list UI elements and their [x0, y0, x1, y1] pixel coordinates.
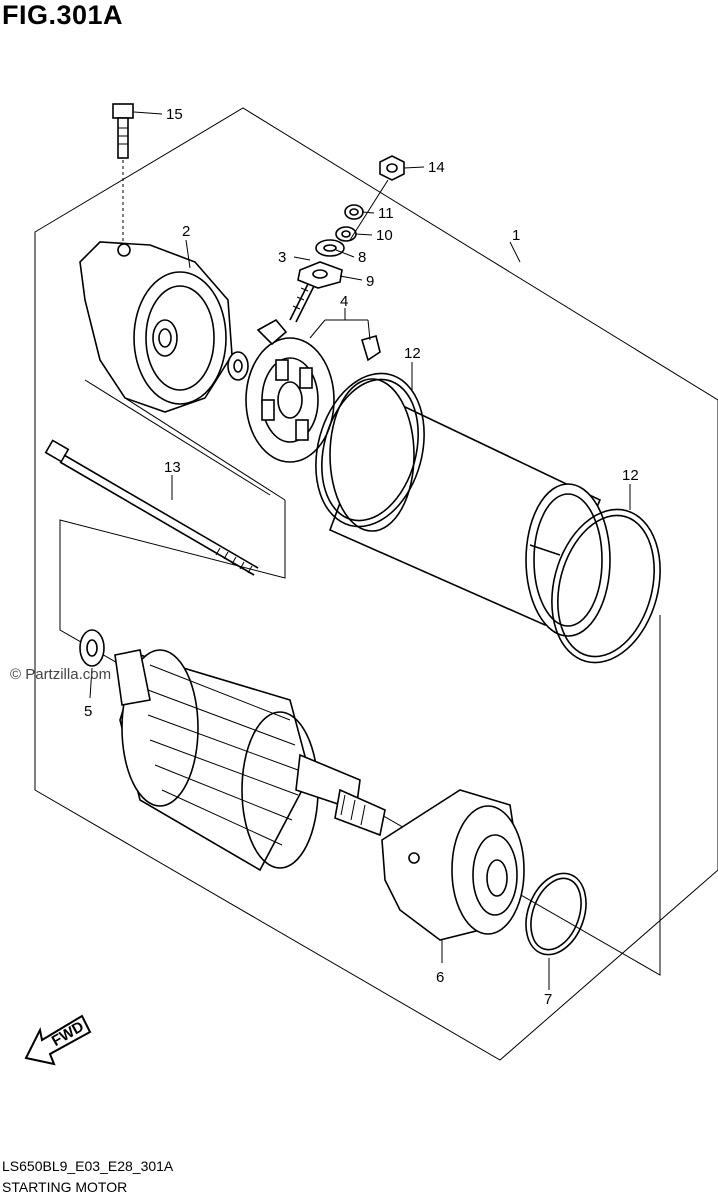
diagram-name: STARTING MOTOR: [2, 1179, 128, 1195]
callout-9: 9: [366, 273, 374, 290]
callout-1: 1: [512, 227, 520, 244]
long-bolt-part-13: [44, 439, 259, 576]
callout-5: 5: [84, 703, 92, 720]
nut-part-14: [379, 155, 405, 181]
callout-4: 4: [340, 293, 348, 310]
callout-6: 6: [436, 969, 444, 986]
callout-3: 3: [278, 249, 286, 266]
o-ring-part-7: [525, 872, 587, 956]
callout-12-rear: 12: [622, 467, 639, 484]
callout-2: 2: [182, 223, 190, 240]
diagram-code: LS650BL9_E03_E28_301A: [2, 1158, 174, 1174]
brush-holder-part-4: [245, 318, 381, 463]
armature: [114, 649, 386, 872]
subassembly-outline: [59, 500, 661, 976]
callout-11: 11: [378, 205, 394, 222]
fwd-arrow: FWD: [24, 1014, 92, 1066]
washer-part-5: [79, 629, 105, 667]
assembly-outline-box: [34, 107, 718, 1061]
leader-lines: [89, 111, 631, 990]
o-ring-part-12-front: [315, 372, 425, 528]
nut-part-11: [344, 204, 364, 220]
callout-8: 8: [358, 249, 366, 266]
figure-title: FIG.301A: [2, 0, 124, 30]
small-washer: [227, 351, 249, 381]
callout-14: 14: [428, 159, 445, 176]
plate-part-9: [297, 261, 343, 289]
callout-12-front: 12: [404, 345, 421, 362]
callout-13: 13: [164, 459, 181, 476]
washer-part-8: [315, 239, 345, 257]
washer-part-10: [335, 226, 357, 242]
callout-10: 10: [376, 227, 393, 244]
front-cover-part-6: [381, 789, 525, 941]
callout-15: 15: [166, 106, 183, 123]
o-ring-part-12-rear: [551, 508, 661, 664]
housing-part-2: [79, 241, 286, 501]
callout-7: 7: [544, 991, 552, 1008]
bolt-part-15: [112, 103, 134, 250]
watermark: © Partzilla.com: [10, 666, 112, 683]
yoke-case: [328, 378, 611, 637]
